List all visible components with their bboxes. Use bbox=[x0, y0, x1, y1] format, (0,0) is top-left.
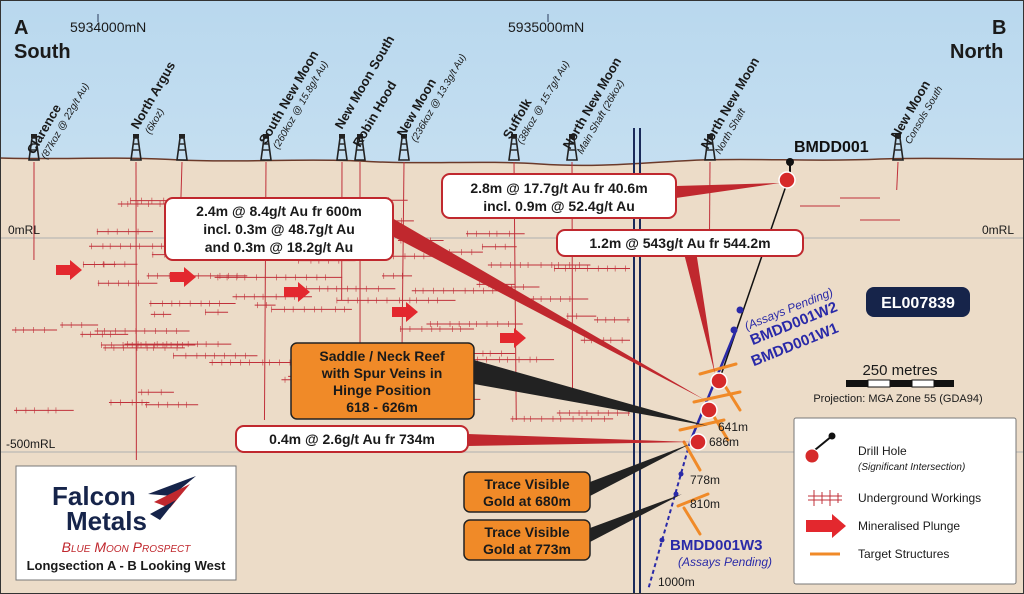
callout-text: Trace Visible bbox=[484, 476, 570, 492]
depth-label: 1000m bbox=[658, 575, 695, 589]
drill-w3-label: BMDD001W3 bbox=[670, 537, 763, 554]
legend-workings: Underground Workings bbox=[858, 491, 981, 505]
headframe-icon bbox=[336, 134, 348, 161]
falcon-wings-icon bbox=[148, 476, 196, 520]
headframe-icon bbox=[354, 134, 366, 161]
callout-text: with Spur Veins in bbox=[321, 365, 443, 381]
headframe-icon bbox=[508, 134, 520, 161]
headframe-icon bbox=[130, 134, 142, 161]
intersection-marker bbox=[778, 171, 796, 189]
plunge-arrow-icon bbox=[56, 260, 82, 280]
section-letter-b: B bbox=[992, 17, 1006, 39]
depth-label: 778m bbox=[690, 473, 720, 487]
callout-orange-3: Trace Visible Gold at 773m bbox=[463, 519, 591, 561]
legend-targets: Target Structures bbox=[858, 547, 949, 561]
logo-panel: Falcon Metals Blue Moon Prospect Longsec… bbox=[15, 465, 237, 581]
callout-text: Gold at 773m bbox=[483, 541, 571, 557]
headframe-icon bbox=[704, 134, 716, 161]
section-dir-south: South bbox=[14, 41, 71, 63]
callout-c1: 2.8m @ 17.7g/t Au fr 40.6m incl. 0.9m @ … bbox=[441, 173, 677, 219]
intersection-marker bbox=[689, 433, 707, 451]
callout-orange-1: Saddle / Neck Reef with Spur Veins in Hi… bbox=[290, 342, 475, 420]
callout-text: Hinge Position bbox=[333, 382, 431, 398]
mineralised-plunges bbox=[56, 260, 526, 348]
callout-text: Saddle / Neck Reef bbox=[319, 348, 445, 364]
plunge-arrow-icon bbox=[392, 302, 418, 322]
rl-label: 0mRL bbox=[982, 223, 1014, 237]
callout-text: 1.2m @ 543g/t Au fr 544.2m bbox=[589, 235, 770, 251]
scale-bar: 250 metres Projection: MGA Zone 55 (GDA9… bbox=[813, 362, 982, 405]
headframes bbox=[28, 134, 904, 161]
intersections bbox=[689, 171, 796, 451]
logo-falcon: Falcon bbox=[52, 481, 136, 511]
intersection-marker bbox=[710, 372, 728, 390]
callout-c2: 2.4m @ 8.4g/t Au fr 600m incl. 0.3m @ 48… bbox=[164, 197, 394, 261]
legend-plunge: Mineralised Plunge bbox=[858, 519, 960, 533]
intersection-marker bbox=[700, 401, 718, 419]
tenement-text: EL007839 bbox=[881, 295, 955, 312]
headframe-icon bbox=[260, 134, 272, 161]
plunge-arrow-icon bbox=[170, 267, 196, 287]
callout-c4: 0.4m @ 2.6g/t Au fr 734m bbox=[235, 425, 469, 453]
headframe-icon bbox=[892, 134, 904, 161]
northing-label: 5934000mN bbox=[70, 19, 146, 35]
depth-label: 641m bbox=[718, 420, 748, 434]
plunge-arrow-icon bbox=[500, 328, 526, 348]
headframe-icon bbox=[566, 134, 578, 161]
callout-text: Trace Visible bbox=[484, 524, 570, 540]
tenement-badge: EL007839 bbox=[866, 287, 970, 317]
drill-w3-pending: (Assays Pending) bbox=[678, 555, 772, 569]
northing-label: 5935000mN bbox=[508, 19, 584, 35]
scale-label: 250 metres bbox=[862, 362, 937, 379]
callout-text: 2.4m @ 8.4g/t Au fr 600m bbox=[196, 203, 362, 219]
drill-collar-label: BMDD001 bbox=[794, 139, 869, 156]
rl-label: 0mRL bbox=[8, 223, 40, 237]
callout-pointers bbox=[392, 183, 780, 542]
callout-orange-2: Trace Visible Gold at 680m bbox=[463, 471, 591, 513]
legend-drill-hole: Drill Hole bbox=[858, 444, 907, 458]
callout-text: 0.4m @ 2.6g/t Au fr 734m bbox=[269, 431, 435, 447]
callout-text: Gold at 680m bbox=[483, 493, 571, 509]
callout-c3: 1.2m @ 543g/t Au fr 544.2m bbox=[556, 229, 804, 257]
headframe-icon bbox=[176, 134, 188, 161]
section-letter-a: A bbox=[14, 17, 28, 39]
depth-label: 686m bbox=[709, 435, 739, 449]
callout-text: incl. 0.3m @ 48.7g/t Au bbox=[203, 221, 355, 237]
callout-text: incl. 0.9m @ 52.4g/t Au bbox=[483, 198, 635, 214]
logo-subtitle: Longsection A - B Looking West bbox=[27, 558, 227, 573]
projection-label: Projection: MGA Zone 55 (GDA94) bbox=[813, 393, 982, 405]
headframe-icon bbox=[28, 134, 40, 161]
rl-label: -500mRL bbox=[6, 437, 56, 451]
section-dir-north: North bbox=[950, 41, 1003, 63]
callout-text: 2.8m @ 17.7g/t Au fr 40.6m bbox=[470, 180, 647, 196]
depth-label: 810m bbox=[690, 497, 720, 511]
callout-text: 618 - 626m bbox=[346, 399, 418, 415]
logo-prospect: Blue Moon Prospect bbox=[62, 539, 192, 555]
legend-drill-hole-sub: (Significant Intersection) bbox=[858, 462, 965, 473]
headframe-icon bbox=[398, 134, 410, 161]
target-structures bbox=[676, 362, 742, 536]
logo-metals: Metals bbox=[66, 506, 147, 536]
legend: Drill Hole (Significant Intersection) Un… bbox=[793, 417, 1017, 585]
plunge-arrow-icon bbox=[284, 282, 310, 302]
callout-text: and 0.3m @ 18.2g/t Au bbox=[205, 239, 354, 255]
